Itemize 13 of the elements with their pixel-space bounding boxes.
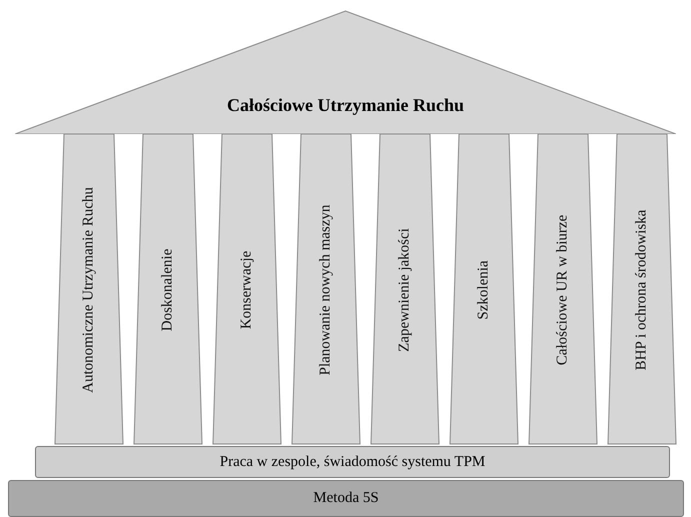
foundation-slab bbox=[8, 480, 684, 517]
pillar-label: Całościowe UR w biurze bbox=[554, 214, 572, 365]
pillar-label: Autonomiczne Utrzymanie Ruchu bbox=[80, 186, 98, 392]
pillar-label: Zapewnienie jakości bbox=[396, 228, 414, 352]
pillar-label: Konserwacje bbox=[238, 250, 256, 329]
foundation-label: Metoda 5S bbox=[313, 490, 379, 507]
pillar-label: Szkolenia bbox=[476, 260, 492, 320]
foundation-label: Praca w zespole, świadomość systemu TPM bbox=[220, 454, 486, 470]
pillar-label: Doskonalenie bbox=[160, 248, 176, 331]
foundation-slab bbox=[35, 446, 670, 478]
pillar-label: Planowanie nowych maszyn bbox=[318, 204, 334, 375]
roof-title: Całościowe Utrzymanie Ruchu bbox=[227, 95, 464, 116]
pillar-label: BHP i ochrona środowiska bbox=[634, 209, 650, 370]
